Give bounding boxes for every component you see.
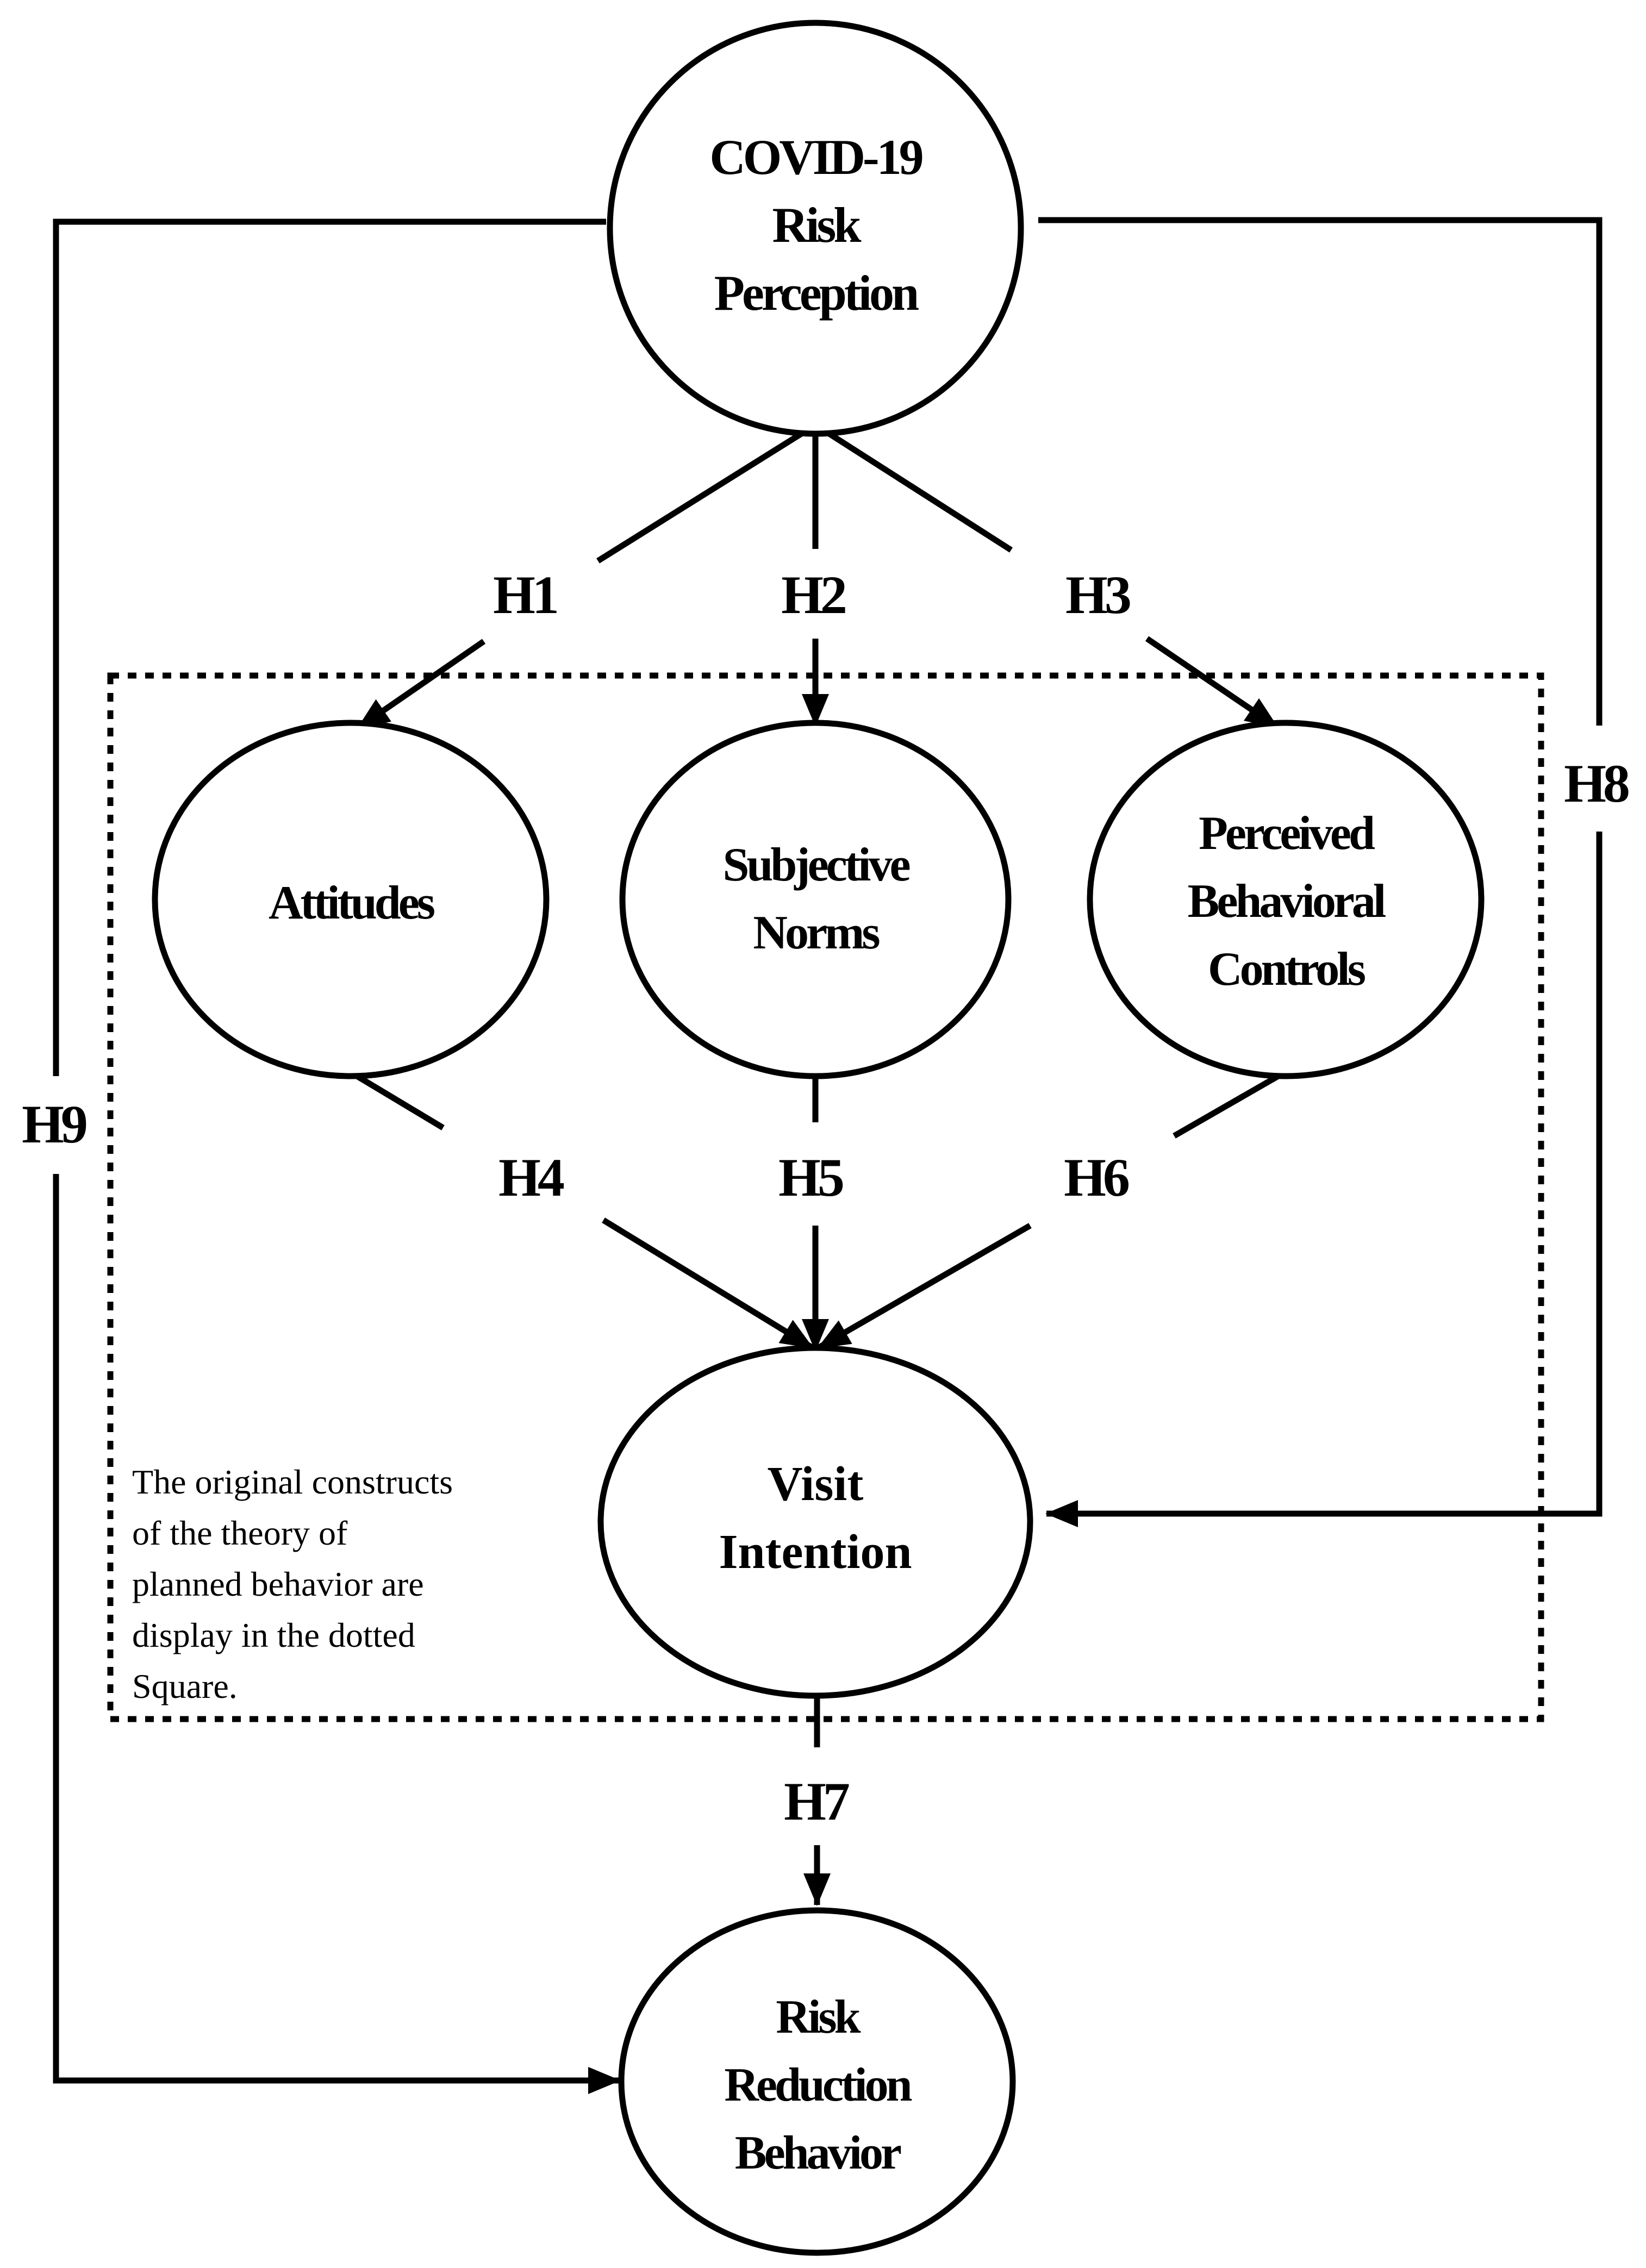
node-subjective-norms: Subjective Norms <box>619 720 1012 1079</box>
hypothesis-label-h3: H3 <box>1065 565 1130 625</box>
node-subjective-norms-line: Subjective <box>722 839 909 891</box>
edge-h1-upper <box>596 424 814 564</box>
edge-h1-arrow <box>356 639 486 731</box>
node-risk-perception-line: Risk <box>772 197 862 253</box>
node-risk-perception-line: COVID-19 <box>709 129 922 185</box>
tpb-note-line: planned behavior are <box>132 1565 424 1603</box>
tpb-note-line: The original constructs <box>132 1463 453 1501</box>
tpb-note-line: of the theory of <box>132 1514 348 1552</box>
edge-h8-arrow <box>1045 832 1603 1527</box>
node-risk-perception: COVID-19 Risk Perception <box>607 20 1024 437</box>
node-risk-reduction-behavior-line: Behavior <box>735 2127 901 2179</box>
node-attitudes: Attitudes <box>152 720 550 1079</box>
node-risk-reduction-behavior: Risk Reduction Behavior <box>618 1907 1016 2256</box>
tpb-note-line: display in the dotted <box>132 1616 415 1654</box>
hypothesis-label-h7: H7 <box>784 1771 849 1832</box>
hypothesis-label-h8: H8 <box>1564 753 1629 814</box>
node-perceived-behavioral-controls: Perceived Behavioral Controls <box>1087 720 1485 1079</box>
node-risk-reduction-behavior-line: Risk <box>776 1991 861 2044</box>
node-subjective-norms-line: Norms <box>753 907 880 959</box>
edge-h3-upper <box>816 424 1013 553</box>
node-perceived-behavioral-controls-line: Controls <box>1208 943 1366 996</box>
node-attitudes-line: Attitudes <box>269 877 435 929</box>
hypothesis-label-h4: H4 <box>498 1147 564 1208</box>
node-visit-intention-line: Intention <box>719 1525 912 1579</box>
node-visit-intention-line: Visit <box>768 1457 864 1511</box>
edge-h3-arrow <box>1145 636 1280 730</box>
hypothesis-label-h9: H9 <box>22 1094 86 1154</box>
hypothesis-label-h1: H1 <box>493 565 557 625</box>
hypothesis-label-h2: H2 <box>781 565 845 625</box>
edge-h8-upper <box>1038 217 1603 726</box>
node-perceived-behavioral-controls-line: Perceived <box>1199 807 1375 860</box>
node-risk-perception-line: Perception <box>714 265 919 321</box>
hypothesis-label-h5: H5 <box>778 1147 843 1208</box>
node-visit-intention: Visit Intention <box>597 1345 1033 1699</box>
edge-h4-arrow <box>602 1217 814 1351</box>
node-perceived-behavioral-controls-line: Behavioral <box>1188 875 1386 928</box>
tpb-note: The original constructs of the theory of… <box>132 1463 453 1705</box>
node-risk-reduction-behavior-line: Reduction <box>724 2059 912 2111</box>
tpb-note-line: Square. <box>132 1667 238 1705</box>
edge-h9-arrow <box>53 1174 621 2094</box>
edge-h4-upper <box>346 1068 445 1130</box>
hypothesis-label-h6: H6 <box>1064 1147 1129 1208</box>
edge-h6-arrow <box>816 1223 1032 1351</box>
edge-h9-upper <box>53 218 606 1076</box>
edge-h6-upper <box>1173 1071 1285 1139</box>
tpb-dotted-square <box>107 672 1544 1722</box>
